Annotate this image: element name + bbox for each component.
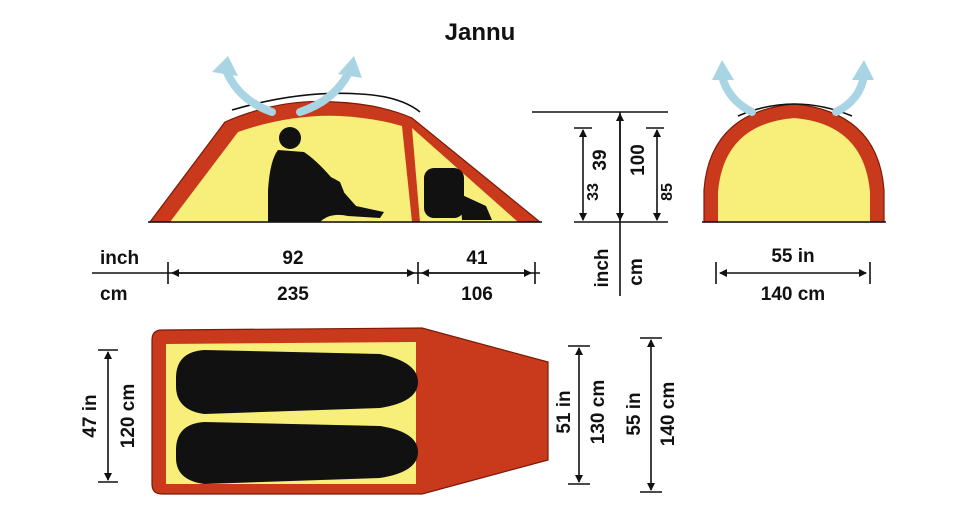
- front-inner: [718, 118, 870, 222]
- side-view: inch cm 92 41 235 106: [92, 56, 542, 305]
- floor-inner-width-inch: 47 in: [80, 394, 101, 437]
- height-label-inch: inch: [592, 248, 613, 287]
- height-total-cm: 100: [628, 144, 649, 176]
- floor-inner-width-cm: 120 cm: [118, 384, 139, 448]
- sleeping-bag-icon: [176, 350, 418, 484]
- front-width-inch: 55 in: [771, 246, 814, 267]
- front-view: 55 in 140 cm: [702, 60, 886, 305]
- height-total-inch: 39: [590, 149, 611, 170]
- side-inner-inch: 92: [282, 248, 303, 269]
- floor-vestibule-inch: 51 in: [554, 390, 575, 433]
- side-row-label-inch: inch: [100, 248, 139, 269]
- height-label-cm: cm: [626, 258, 647, 285]
- height-inner-cm: 85: [659, 183, 676, 201]
- front-width-cm: 140 cm: [761, 284, 825, 305]
- height-scale: 39 100 33 85 inch cm: [532, 111, 676, 296]
- floor-outer-width-inch: 55 in: [624, 392, 645, 435]
- floor-plan: 47 in 120 cm 51 in 130 cm 55 in 140 cm: [80, 327, 679, 495]
- side-vestibule-cm: 106: [461, 284, 493, 305]
- height-inner-inch: 33: [585, 183, 602, 201]
- floor-outer-width-cm: 140 cm: [658, 382, 679, 446]
- side-vestibule-inch: 41: [466, 248, 488, 269]
- side-row-label-cm: cm: [100, 284, 127, 305]
- floor-vestibule-cm: 130 cm: [588, 380, 609, 444]
- person-sitting-icon: [268, 127, 384, 222]
- diagram-title: Jannu: [445, 19, 516, 46]
- backpack-icon: [424, 168, 492, 220]
- side-inner-cm: 235: [277, 284, 309, 305]
